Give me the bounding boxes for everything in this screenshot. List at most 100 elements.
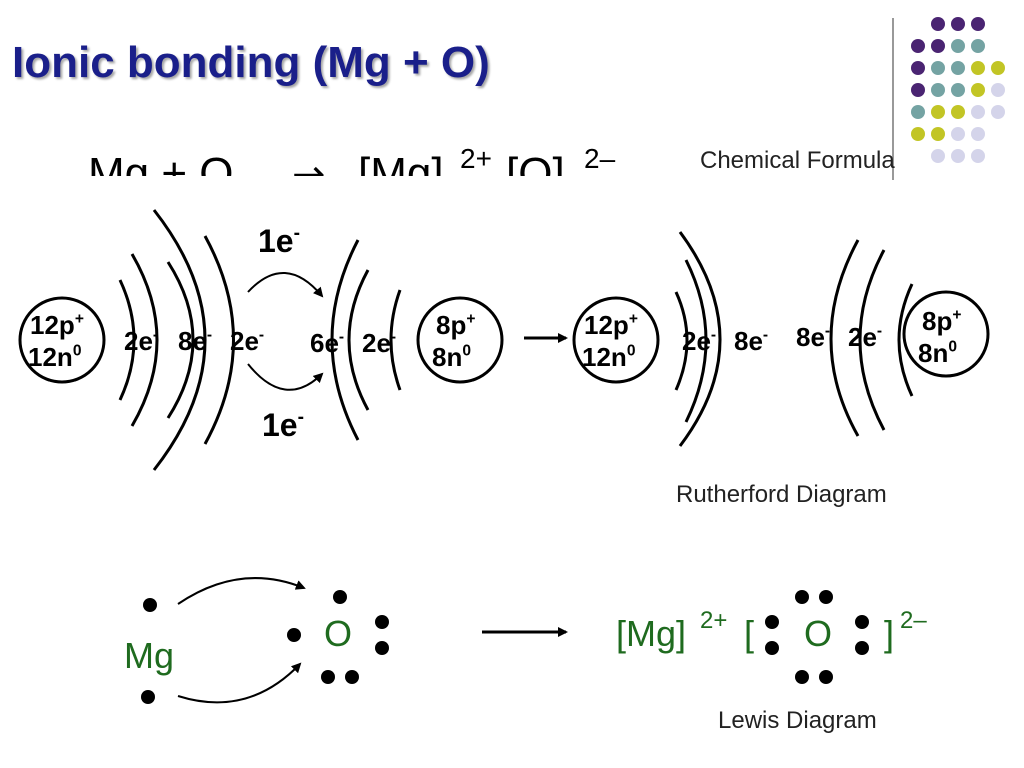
- lewis-o-electron: [333, 590, 347, 604]
- mg-shell-1: [118, 279, 136, 401]
- mg-shell-3-inner: [203, 235, 235, 445]
- decor-dot: [911, 105, 925, 119]
- decor-dot: [971, 17, 985, 31]
- decor-dot: [951, 149, 965, 163]
- decor-dot: [931, 61, 945, 75]
- decor-dot: [971, 39, 985, 53]
- lewis-bracket-open: [: [744, 613, 754, 654]
- formula-mask: [80, 176, 700, 202]
- mg-ion-nucleus-circle: [572, 296, 660, 384]
- o-shell-2-label-sup: -: [391, 329, 396, 346]
- lewis-o-electron: [375, 641, 389, 655]
- mg-ion-shell-1: [674, 291, 689, 391]
- lewis-o-electron: [321, 670, 335, 684]
- decor-dot: [951, 17, 965, 31]
- decor-dot: [931, 17, 945, 31]
- decor-dot: [991, 83, 1005, 97]
- o-shell-mid: [347, 269, 370, 411]
- lewis-oxide-electron: [855, 641, 869, 655]
- transfer-label-bottom-sup: -: [298, 407, 304, 428]
- decor-dot: [911, 83, 925, 97]
- lewis-product-mg: [Mg]: [616, 613, 686, 654]
- decor-dot: [951, 61, 965, 75]
- decor-dot: [931, 149, 945, 163]
- transfer-label-top: 1e-: [258, 223, 300, 259]
- o-ion-shell-1-label-sup: -: [825, 323, 830, 340]
- lewis-oxide-electron: [819, 590, 833, 604]
- o-ion-shell-1-label: 8e-: [796, 322, 830, 352]
- rutherford-after: [572, 231, 990, 447]
- equation-mg-charge: 2+: [460, 143, 492, 174]
- decor-dot: [971, 149, 985, 163]
- o-ion-shell-2-label: 2e-: [848, 322, 882, 352]
- decor-dot: [931, 83, 945, 97]
- mg-ion-shell-1-label: 2e-: [682, 326, 716, 356]
- decor-dot: [971, 127, 985, 141]
- mg-protons-label-sup: +: [75, 311, 84, 328]
- decor-vertical-line: [892, 18, 894, 180]
- transfer-label-top-sup: -: [294, 223, 300, 244]
- o-neutrons-label-sup: 0: [462, 343, 471, 360]
- mg-ion-neutrons-label-sup: 0: [627, 343, 636, 360]
- mg-ion-shell-3: [678, 231, 722, 447]
- lewis-oxide-electrons: [765, 590, 869, 684]
- lewis-diagram: Mg O [Mg] 2+ [ O ] 2–: [124, 577, 927, 734]
- decor-dot: [971, 105, 985, 119]
- rutherford-before: [18, 209, 504, 471]
- transfer-arrow-top: [247, 272, 324, 298]
- o-shell-1-label-sup: -: [339, 329, 344, 346]
- o-ion-neutrons-label: 8n0: [918, 338, 957, 368]
- mg-nucleus-circle: [18, 296, 106, 384]
- decor-dot: [911, 61, 925, 75]
- lewis-oxide-electron: [765, 615, 779, 629]
- decor-dot: [971, 61, 985, 75]
- caption-rutherford: Rutherford Diagram: [676, 481, 887, 508]
- o-protons-label: 8p+: [436, 310, 475, 340]
- mg-protons-label: 12p+: [30, 310, 84, 340]
- mg-shell-2-label: 8e-: [178, 326, 212, 356]
- decor-dot-grid: [911, 17, 1005, 163]
- caption-chemical-formula: Chemical Formula: [700, 147, 895, 174]
- lewis-o-electrons: [287, 590, 389, 684]
- decor-dot: [951, 127, 965, 141]
- mg-ion-shell-2-label: 8e-: [734, 326, 768, 356]
- o-shell-outer: [330, 239, 360, 441]
- o-ion-nucleus-circle: [902, 290, 990, 378]
- lewis-o-electron: [345, 670, 359, 684]
- decor-dot: [931, 39, 945, 53]
- caption-lewis: Lewis Diagram: [718, 707, 877, 734]
- mg-shell-2-inner: [166, 261, 195, 419]
- mg-neutrons-label-sup: 0: [73, 343, 82, 360]
- o-shell-2-label: 2e-: [362, 328, 396, 358]
- o-shell-1-label: 6e-: [310, 328, 344, 358]
- page-title: Ionic bonding (Mg + O): [12, 38, 490, 87]
- transfer-arrow-bottom: [247, 363, 324, 391]
- equation-o-charge: 2–: [584, 143, 616, 174]
- decor-dot: [911, 39, 925, 53]
- o-nucleus-circle: [416, 296, 504, 384]
- lewis-product-mg-charge: 2+: [700, 607, 727, 634]
- lewis-oxide-electron: [765, 641, 779, 655]
- decor-dot: [951, 83, 965, 97]
- o-ion-shell-inner: [897, 283, 914, 397]
- o-ion-neutrons-label-sup: 0: [948, 339, 957, 356]
- lewis-bracket-close: ]: [884, 613, 894, 654]
- mg-ion-protons-label-sup: +: [629, 311, 638, 328]
- lewis-transfer-arrow-bottom: [177, 662, 302, 704]
- o-ion-shell-outer: [829, 239, 860, 437]
- lewis-oxide-electron: [819, 670, 833, 684]
- mg-ion-shell-2-label-sup: -: [763, 327, 768, 344]
- o-shell-inner: [389, 289, 402, 391]
- lewis-mg-electron-top: [143, 598, 157, 612]
- decor-dot: [991, 61, 1005, 75]
- lewis-o-electron: [375, 615, 389, 629]
- mg-shell-3: [152, 209, 207, 471]
- decor-dot: [991, 105, 1005, 119]
- mg-shell-2-outer: [130, 253, 159, 427]
- mg-ion-neutrons-label: 12n0: [582, 342, 636, 372]
- mg-ion-shell-1-label-sup: -: [711, 327, 716, 344]
- decor-dot: [931, 105, 945, 119]
- lewis-oxide-electron: [855, 615, 869, 629]
